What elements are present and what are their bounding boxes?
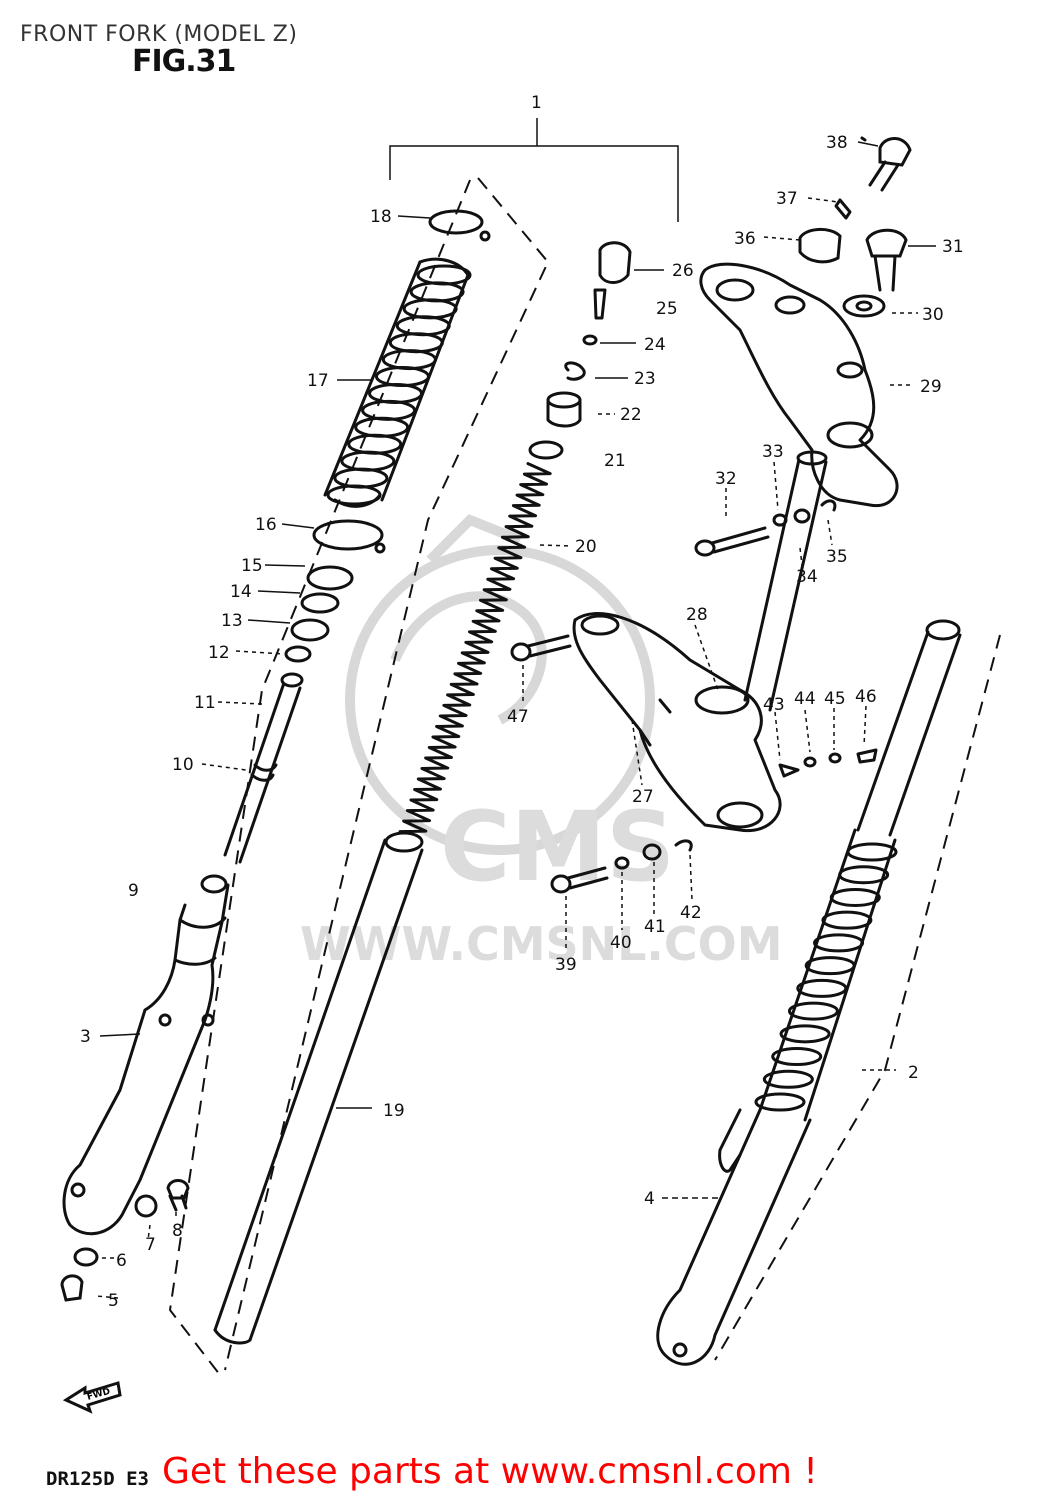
callout-38: 38 — [826, 133, 848, 153]
callout-34: 34 — [796, 567, 818, 587]
callout-47: 47 — [507, 707, 529, 727]
watermark-url: WWW.CMSNL.COM — [300, 917, 783, 971]
callout-15: 15 — [241, 556, 263, 576]
upper-fork-parts — [528, 241, 632, 460]
callout-25: 25 — [656, 299, 678, 319]
left-damper-rod — [223, 672, 304, 864]
callout-7: 7 — [145, 1235, 156, 1255]
callout-43: 43 — [763, 695, 785, 715]
callout-5: 5 — [108, 1291, 119, 1311]
pinch-bolts-lower — [510, 136, 878, 894]
callout-17: 17 — [307, 371, 329, 391]
callout-29: 29 — [920, 377, 942, 397]
callout-40: 40 — [610, 933, 632, 953]
page-title: FRONT FORK (MODEL Z) — [20, 22, 298, 47]
leader-lines — [95, 141, 936, 1299]
callout-labels: 1 2 3 4 5 6 7 8 9 10 11 12 13 14 15 16 1… — [80, 93, 964, 1311]
callout-11: 11 — [194, 693, 216, 713]
cta-link-text[interactable]: Get these parts at www.cmsnl.com ! — [162, 1451, 818, 1492]
callout-26: 26 — [672, 261, 694, 281]
callout-41: 41 — [644, 917, 666, 937]
left-boot — [323, 257, 472, 508]
steering-stem — [572, 450, 828, 833]
callout-20: 20 — [575, 537, 597, 557]
callout-44: 44 — [794, 689, 816, 709]
callout-18: 18 — [370, 207, 392, 227]
callout-27: 27 — [632, 787, 654, 807]
callout-13: 13 — [221, 611, 243, 631]
callout-33: 33 — [762, 442, 784, 462]
assembly-bracket — [389, 118, 679, 222]
callout-45: 45 — [824, 689, 846, 709]
left-outer-tube — [62, 874, 230, 1236]
callout-19: 19 — [383, 1101, 405, 1121]
callout-10: 10 — [172, 755, 194, 775]
callout-14: 14 — [230, 582, 252, 602]
upper-bracket — [699, 262, 899, 508]
callout-39: 39 — [555, 955, 577, 975]
callout-30: 30 — [922, 305, 944, 325]
right-fork — [656, 619, 1001, 1366]
callout-6: 6 — [116, 1251, 127, 1271]
callout-36: 36 — [734, 229, 756, 249]
top-right-hardware — [798, 137, 912, 318]
left-inner-tube — [168, 177, 550, 1376]
callout-8: 8 — [172, 1221, 183, 1241]
left-seals — [284, 565, 354, 663]
figure-label: FIG.31 — [132, 44, 236, 79]
callout-3: 3 — [80, 1027, 91, 1047]
callout-37: 37 — [776, 189, 798, 209]
forward-arrow-icon: FWD — [62, 1381, 122, 1414]
callout-16: 16 — [255, 515, 277, 535]
callout-42: 42 — [680, 903, 702, 923]
callout-21: 21 — [604, 451, 626, 471]
fork-spring — [398, 462, 552, 834]
callout-2: 2 — [908, 1063, 919, 1083]
callout-24: 24 — [644, 335, 666, 355]
model-code: DR125D E3 — [46, 1468, 149, 1490]
watermark-logo: CMS WWW.CMSNL.COM — [300, 514, 783, 971]
pinch-bolts-upper — [694, 499, 837, 557]
callout-28: 28 — [686, 605, 708, 625]
lower-left-hardware — [60, 1179, 190, 1302]
callout-46: 46 — [855, 687, 877, 707]
callout-4: 4 — [644, 1189, 655, 1209]
callout-22: 22 — [620, 405, 642, 425]
callout-32: 32 — [715, 469, 737, 489]
left-clamps — [312, 209, 491, 554]
callout-12: 12 — [208, 643, 230, 663]
callout-31: 31 — [942, 237, 964, 257]
callout-9: 9 — [128, 881, 139, 901]
callout-1: 1 — [531, 93, 542, 113]
callout-23: 23 — [634, 369, 656, 389]
callout-35: 35 — [826, 547, 848, 567]
